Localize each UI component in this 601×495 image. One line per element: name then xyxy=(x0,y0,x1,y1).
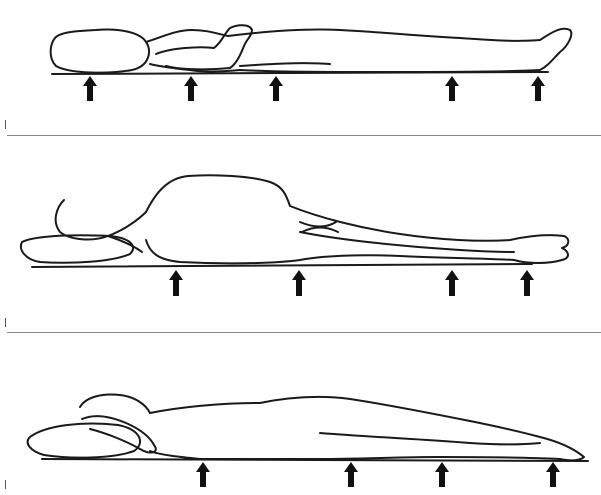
side-pressure-arrows xyxy=(169,270,534,296)
prone-leg-line xyxy=(320,433,540,445)
panel-supine xyxy=(0,0,601,135)
supine-head xyxy=(51,30,149,73)
supine-illustration xyxy=(0,0,601,135)
side-arrow-hip xyxy=(292,270,306,296)
side-arrow-knee xyxy=(445,270,459,296)
panel-tick-1 xyxy=(5,120,6,129)
supine-hip-line xyxy=(240,63,330,66)
side-surface-line xyxy=(32,264,532,267)
prone-arm xyxy=(82,416,156,452)
supine-arrow-sacrum xyxy=(269,76,283,101)
panel-prone xyxy=(0,333,601,495)
prone-arrow-knee xyxy=(435,462,449,487)
side-arrow-ankle xyxy=(520,270,534,296)
supine-arrow-heel xyxy=(531,76,545,101)
prone-arrow-toes xyxy=(546,462,560,487)
supine-arrow-calf xyxy=(445,76,459,101)
side-body xyxy=(146,175,568,263)
panel-side-lying xyxy=(0,136,601,332)
panel-tick-2 xyxy=(5,318,6,327)
prone-pressure-arrows xyxy=(196,462,560,487)
supine-arrow-head xyxy=(83,76,97,101)
side-crease xyxy=(300,222,338,232)
prone-arrow-chest xyxy=(196,462,210,487)
supine-arrow-shoulder xyxy=(184,76,198,101)
side-lying-illustration xyxy=(0,136,601,332)
side-arrow-shoulder xyxy=(169,270,183,296)
supine-body xyxy=(146,29,571,72)
side-head xyxy=(56,200,146,239)
supine-pressure-arrows xyxy=(83,76,545,101)
prone-arrow-hip xyxy=(344,462,358,487)
prone-body xyxy=(150,397,584,460)
prone-head xyxy=(80,395,150,414)
panel-tick-3 xyxy=(5,480,6,489)
prone-illustration xyxy=(0,333,601,495)
